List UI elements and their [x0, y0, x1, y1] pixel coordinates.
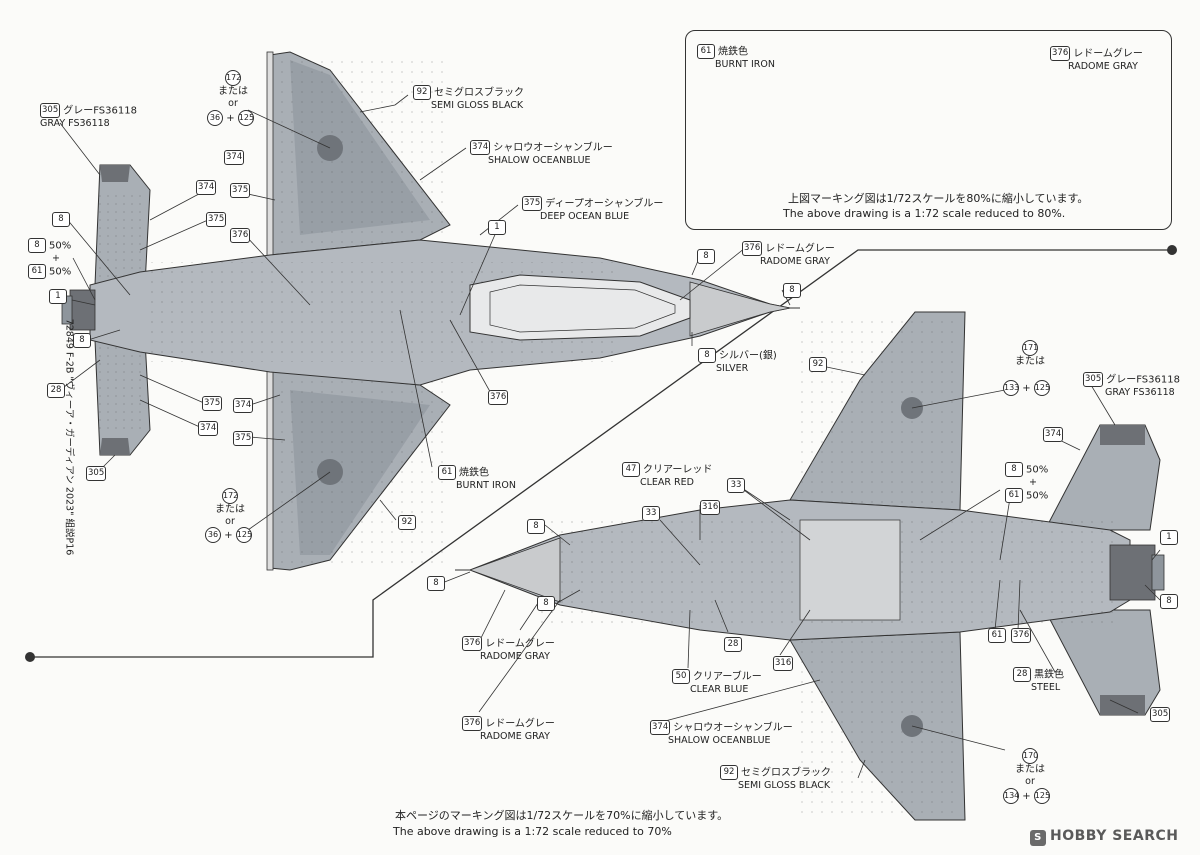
- code-316b: 316: [773, 656, 794, 671]
- code-305: 305: [86, 466, 107, 481]
- hobby-search-logo-icon: S: [1030, 830, 1046, 846]
- code-33a: 33: [727, 478, 745, 493]
- code-375c: 375: [202, 396, 223, 411]
- marking-lower-top: 172 または or: [205, 488, 255, 528]
- marking-lower-combo: 36 + 125: [205, 527, 252, 543]
- code-61-bottom: 61: [988, 628, 1006, 643]
- bottom-note-en: The above drawing is a 1:72 scale reduce…: [393, 825, 672, 838]
- leader-lines: [59, 69, 1161, 779]
- inset-note-en: The above drawing is a 1:72 scale reduce…: [783, 207, 1066, 220]
- marking-bottom-upper: 171 または: [1005, 340, 1055, 368]
- marking-upper-combo: 36 + 125: [207, 110, 254, 126]
- code-376-bottom: 376: [1011, 628, 1032, 643]
- code-badge: 376: [1050, 46, 1071, 61]
- code-1-bottom: 1: [1160, 530, 1178, 545]
- code-28: 28: [47, 383, 65, 398]
- code-374b: 374: [196, 180, 217, 195]
- code-375a: 375: [230, 183, 251, 198]
- inset-panel: [685, 30, 1172, 230]
- code-305-bottom: 305: [1150, 707, 1171, 722]
- code-8a: 8: [52, 212, 70, 227]
- code-375b: 375: [206, 212, 227, 227]
- side-product-code: 72849 F-2B "ヴィーア・ガーディアン 2023" 組説P16: [63, 318, 75, 556]
- code-33b: 33: [642, 506, 660, 521]
- code-376b: 376: [230, 228, 251, 243]
- code-375d: 375: [233, 431, 254, 446]
- inset-note-jp: 上図マーキング図は1/72スケールを80%に縮小しています。: [788, 192, 1089, 205]
- code-28-bottom: 28: [724, 637, 742, 652]
- code-8b: 8: [73, 333, 91, 348]
- marking-bottom-upper-combo: 133 + 125: [1003, 380, 1050, 396]
- code-374c: 374: [233, 398, 254, 413]
- code-8d-bottom: 8: [1160, 594, 1178, 609]
- bottom-note-jp: 本ページのマーキング図は1/72スケールを70%に縮小しています。: [395, 809, 729, 822]
- code-8c: 8: [697, 249, 715, 264]
- code-1b: 1: [488, 220, 506, 235]
- code-8b-bottom: 8: [427, 576, 445, 591]
- code-1a: 1: [49, 289, 67, 304]
- code-92-bottom: 92: [809, 357, 827, 372]
- code-374-bottom: 374: [1043, 427, 1064, 442]
- code-316a: 316: [700, 500, 721, 515]
- code-92b: 92: [398, 515, 416, 530]
- code-376c: 376: [488, 390, 509, 405]
- code-8c-bottom: 8: [537, 596, 555, 611]
- code-374a: 374: [224, 150, 245, 165]
- bottom-view-aircraft: [455, 311, 1165, 821]
- marking-bottom-lower-combo: 134 + 125: [1003, 788, 1050, 804]
- marking-upper-top: 172 または or: [208, 70, 258, 110]
- code-8d: 8: [783, 283, 801, 298]
- code-badge: 61: [697, 44, 715, 59]
- code-8a-bottom: 8: [527, 519, 545, 534]
- marking-bottom-lower: 170 または or: [1005, 748, 1055, 788]
- code-374d: 374: [198, 421, 219, 436]
